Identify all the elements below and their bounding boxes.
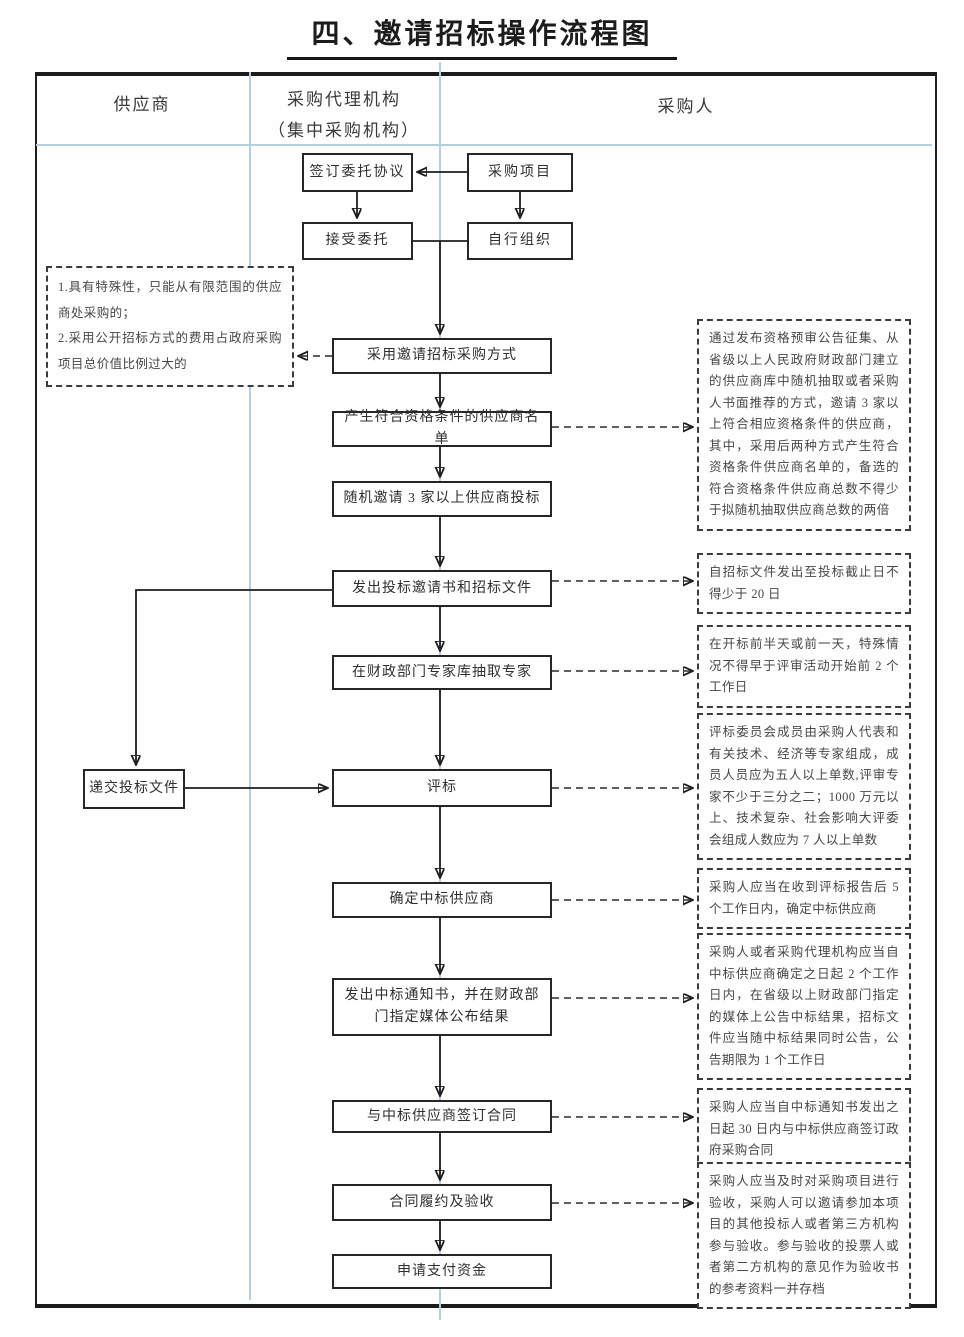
step-procurement-project: 采购项目 bbox=[467, 153, 573, 192]
flow-arrow-branch bbox=[136, 589, 332, 764]
note-condition-1: 1.具有特殊性，只能从有限范围的供应商处采购的； bbox=[58, 280, 282, 320]
note-evaluation-committee: 评标委员会成员由采购人代表和有关技术、经济等专家组成，成员人员应为五人以上单数,… bbox=[697, 713, 911, 860]
step-sign-agreement: 签订委托协议 bbox=[302, 153, 413, 192]
note-qualification-methods: 通过发布资格预审公告征集、从省级以上人民政府财政部门建立的供应商库中随机抽取或者… bbox=[697, 319, 911, 531]
step-self-organize: 自行组织 bbox=[467, 222, 573, 260]
step-sign-contract: 与中标供应商签订合同 bbox=[332, 1100, 552, 1133]
step-determine-winner: 确定中标供应商 bbox=[332, 882, 552, 918]
note-acceptance-inspection: 采购人应当及时对采购项目进行验收，采购人可以邀请参加本项目的其他投标人或者第三方… bbox=[697, 1162, 911, 1309]
solid-flow-arrows bbox=[136, 172, 520, 1249]
note-announce-results: 采购人或者采购代理机构应当自中标供应商确定之日起 2 个工作日内，在省级以上财政… bbox=[697, 933, 911, 1080]
note-contract-within-30-days: 采购人应当自中标通知书发出之日起 30 日内与中标供应商签订政府采购合同 bbox=[697, 1088, 911, 1171]
step-accept-entrustment: 接受委托 bbox=[302, 222, 413, 260]
agency-header-line1: 采购代理机构 bbox=[287, 90, 401, 109]
step-bid-evaluation: 评标 bbox=[332, 769, 552, 807]
title-wrap: 四、邀请招标操作流程图 bbox=[0, 12, 964, 60]
step-performance-acceptance: 合同履约及验收 bbox=[332, 1184, 552, 1221]
table-frame bbox=[35, 72, 937, 1308]
step-generate-supplier-list: 产生符合资格条件的供应商名单 bbox=[332, 410, 552, 447]
step-submit-bid-documents: 递交投标文件 bbox=[83, 769, 185, 809]
note-20-day-deadline: 自招标文件发出至投标截止日不得少于 20 日 bbox=[697, 553, 911, 614]
step-issue-award-notice: 发出中标通知书，并在财政部门指定媒体公布结果 bbox=[332, 978, 552, 1036]
dashed-note-arrows bbox=[299, 356, 692, 1203]
note-condition-2: 2.采用公开招标方式的费用占政府采购项目总价值比例过大的 bbox=[58, 331, 282, 371]
agency-header-line2: （集中采购机构） bbox=[268, 121, 420, 140]
note-invitation-conditions: 1.具有特殊性，只能从有限范围的供应商处采购的； 2.采用公开招标方式的费用占政… bbox=[46, 266, 294, 387]
header-divider bbox=[36, 144, 932, 146]
column-header-agency: 采购代理机构 （集中采购机构） bbox=[249, 84, 439, 146]
note-determine-within-5-days: 采购人应当在收到评标报告后 5 个工作日内，确定中标供应商 bbox=[697, 868, 911, 929]
note-expert-extraction-time: 在开标前半天或前一天，特殊情况不得早于评审活动开始前 2 个工作日 bbox=[697, 625, 911, 708]
step-apply-payment: 申请支付资金 bbox=[332, 1254, 552, 1289]
step-extract-experts: 在财政部门专家库抽取专家 bbox=[332, 655, 552, 690]
step-issue-invitation-documents: 发出投标邀请书和招标文件 bbox=[332, 570, 552, 607]
column-header-supplier: 供应商 bbox=[113, 95, 171, 114]
page-title: 四、邀请招标操作流程图 bbox=[287, 12, 677, 60]
step-random-invite-suppliers: 随机邀请 3 家以上供应商投标 bbox=[332, 481, 552, 517]
column-header-purchaser: 采购人 bbox=[657, 97, 715, 116]
column-divider-1 bbox=[249, 72, 251, 1300]
step-adopt-invitation-method: 采用邀请招标采购方式 bbox=[332, 338, 552, 374]
